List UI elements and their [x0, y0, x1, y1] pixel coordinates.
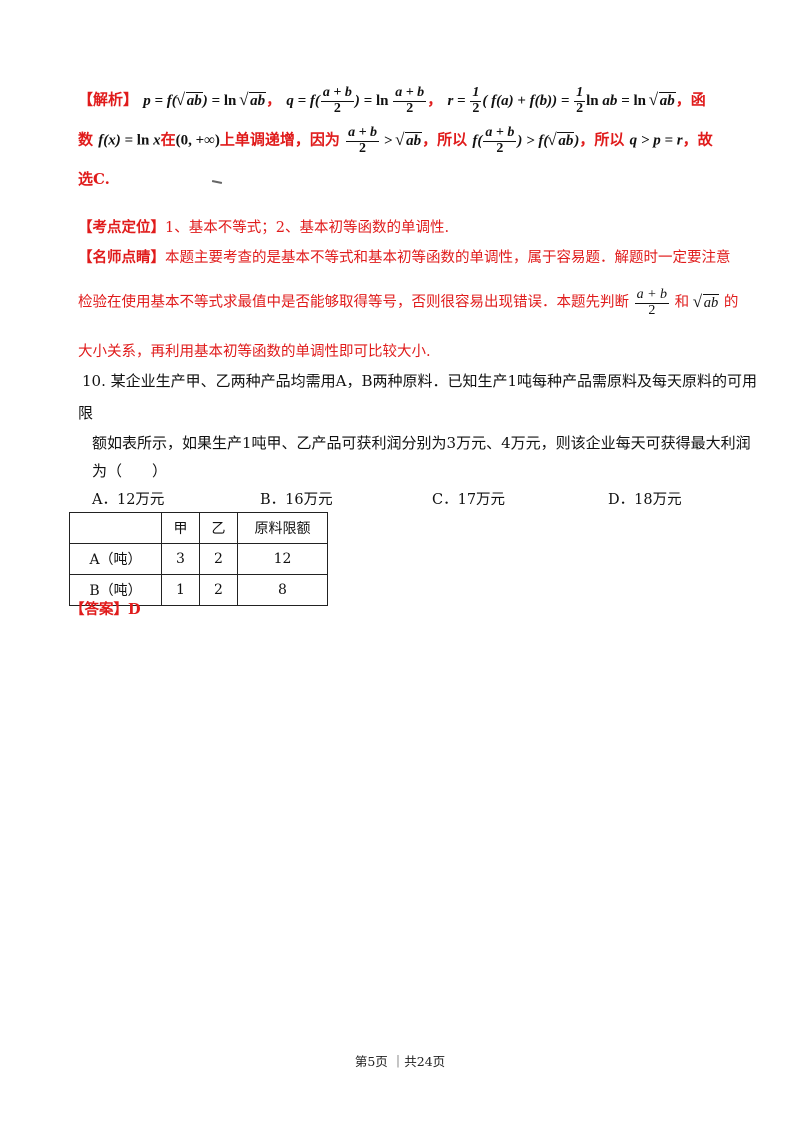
mingshi-text-2a: 检验在使用基本不等式求最值中是否能够取得等号，否则很容易出现错误．本题先判断	[78, 294, 629, 311]
table-header-cell: 乙	[199, 512, 238, 544]
option-a[interactable]: A．12万元	[92, 492, 165, 508]
question-text-2: 限	[78, 404, 94, 422]
page-footer: 第5页 ｜共24页	[354, 1054, 446, 1069]
formula-p: p = f(ab) = ln ab	[143, 90, 267, 110]
mingshi-line-2: 检验在使用基本不等式求最值中是否能够取得等号，否则很容易出现错误．本题先判断 a…	[78, 287, 739, 318]
table-header-cell: 甲	[161, 512, 200, 544]
mingshi-line-1: 【名师点睛】本题主要考查的是基本不等式和基本初等函数的单调性，属于容易题．解题时…	[78, 246, 731, 267]
analysis-so-2: ，所以	[579, 130, 625, 149]
kaodian-text: 1、基本不等式；2、基本初等函数的单调性.	[165, 220, 450, 236]
scan-smudge	[211, 179, 223, 185]
analysis-prefix: 数	[78, 130, 94, 149]
analysis-line-2: 数 f(x) = ln x在(0, +∞)上单调递增，因为 a + b2 > a…	[78, 125, 713, 156]
formula-ineq-2: f(a + b2) > f(ab)	[472, 125, 579, 155]
mingshi-text-1: 本题主要考查的是基本不等式和基本初等函数的单调性，属于容易题．解题时一定要注意	[165, 250, 731, 266]
analysis-line-1: 【解析】 p = f(ab) = ln ab， q = f(a + b2) = …	[78, 85, 706, 116]
analysis-fn-text: 上单调递增，因为	[219, 130, 340, 149]
table-row: A（吨） 3 2 12	[69, 543, 328, 575]
question-line-2: 限	[78, 402, 93, 423]
question-text-3: 额如表所示，如果生产1吨甲、乙产品可获利润分别为3万元、4万元，则该企业每天可获…	[92, 434, 751, 452]
option-d[interactable]: D．18万元	[608, 492, 682, 508]
option-b[interactable]: B．16万元	[260, 492, 333, 508]
table-cell: 1	[161, 574, 200, 606]
table-row: B（吨） 1 2 8	[69, 574, 328, 606]
question-line-1: 10. 某企业生产甲、乙两种产品均需用A，B两种原料．已知生产1吨每种产品需原料…	[82, 370, 757, 391]
answer-line: 【答案】D	[70, 598, 141, 619]
material-table: 甲 乙 原料限额 A（吨） 3 2 12 B（吨） 1 2 8	[69, 512, 328, 606]
formula-fx: f(x) = ln x	[98, 132, 161, 149]
answer-text: 【答案】D	[70, 601, 141, 618]
kaodian-tag: 【考点定位】	[78, 219, 165, 236]
table-cell: 8	[237, 574, 328, 606]
question-text-1: 10. 某企业生产甲、乙两种产品均需用A，B两种原料．已知生产1吨每种产品需原料…	[82, 372, 758, 390]
kaodian-line: 【考点定位】1、基本不等式；2、基本初等函数的单调性.	[78, 216, 449, 237]
analysis-choose: ，故	[682, 130, 713, 149]
question-text-4: 为（ ）	[92, 462, 168, 480]
analysis-so-1: ，所以	[422, 130, 468, 149]
table-cell: 2	[199, 543, 238, 575]
mingshi-tag: 【名师点睛】	[78, 249, 165, 266]
table-header-cell	[69, 512, 162, 544]
mingshi-text-2b: 和	[674, 294, 690, 311]
question-line-4: 为（ ）	[92, 460, 167, 481]
analysis-line-3: 选C.	[78, 168, 110, 189]
table-header-row: 甲 乙 原料限额	[69, 512, 328, 544]
formula-sqrt-ab: ab	[693, 292, 720, 312]
mingshi-text-2c: 的	[723, 294, 739, 311]
table-cell: 3	[161, 543, 200, 575]
analysis-choose-2: 选C.	[78, 170, 110, 188]
mingshi-line-3: 大小关系，再利用基本初等函数的单调性即可比较大小.	[78, 340, 431, 361]
table-header-cell: 原料限额	[237, 512, 328, 544]
table-cell: 12	[237, 543, 328, 575]
option-c[interactable]: C．17万元	[432, 492, 506, 508]
question-line-3: 额如表所示，如果生产1吨甲、乙产品可获利润分别为3万元、4万元，则该企业每天可获…	[92, 432, 751, 453]
formula-result: q > p = r	[629, 132, 683, 149]
table-cell: A（吨）	[69, 543, 162, 575]
formula-ineq-1: a + b2 > ab	[345, 125, 423, 155]
table-cell: B（吨）	[69, 574, 162, 606]
analysis-tag: 【解析】	[78, 90, 139, 109]
mingshi-text-3: 大小关系，再利用基本初等函数的单调性即可比较大小.	[78, 344, 431, 360]
formula-interval: (0, +∞)	[175, 132, 220, 149]
table-cell: 2	[199, 574, 238, 606]
